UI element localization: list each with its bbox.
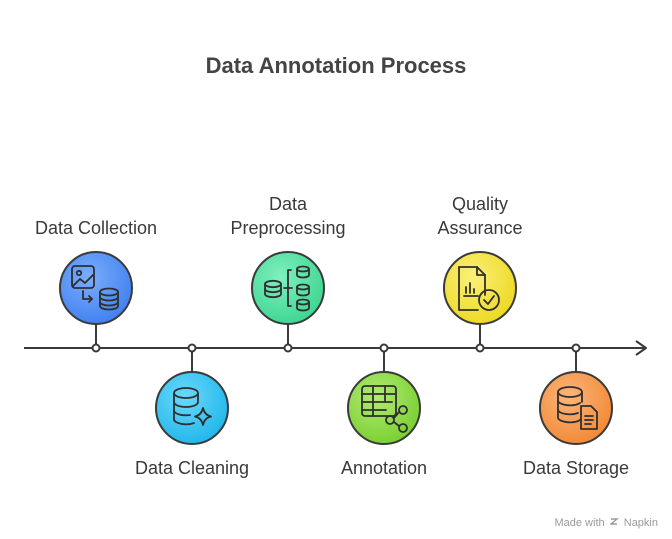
axis-dot bbox=[91, 343, 101, 353]
image-to-database-icon bbox=[71, 265, 119, 311]
axis-dot bbox=[571, 343, 581, 353]
table-share-icon bbox=[361, 385, 408, 433]
report-check-icon bbox=[458, 266, 500, 311]
footer-credit: Made with Napkin bbox=[554, 517, 658, 529]
axis-dot bbox=[379, 343, 389, 353]
step-label-annotation: Annotation bbox=[340, 458, 428, 478]
axis-dot bbox=[475, 343, 485, 353]
step-label-quality-assurance: Quality Assurance bbox=[437, 194, 523, 238]
step-label-data-collection: Data Collection bbox=[34, 218, 158, 238]
database-document-icon bbox=[557, 386, 598, 430]
database-flow-icon bbox=[264, 265, 310, 312]
step-label-data-preprocessing: Data Preprocessing bbox=[230, 194, 346, 238]
timeline-arrowhead bbox=[635, 340, 647, 356]
step-label-data-cleaning: Data Cleaning bbox=[134, 458, 250, 478]
axis-dot bbox=[187, 343, 197, 353]
step-label-data-storage: Data Storage bbox=[522, 458, 630, 478]
step-circle-data-storage bbox=[539, 371, 613, 445]
step-circle-data-collection bbox=[59, 251, 133, 325]
napkin-logo-icon bbox=[608, 517, 619, 529]
footer-brand: Napkin bbox=[623, 517, 658, 529]
step-circle-data-cleaning bbox=[155, 371, 229, 445]
page-title: Data Annotation Process bbox=[205, 53, 467, 78]
database-sparkle-icon bbox=[173, 387, 212, 426]
step-circle-quality-assurance bbox=[443, 251, 517, 325]
footer-prefix: Made with bbox=[554, 517, 605, 529]
axis-dot bbox=[283, 343, 293, 353]
step-circle-annotation bbox=[347, 371, 421, 445]
